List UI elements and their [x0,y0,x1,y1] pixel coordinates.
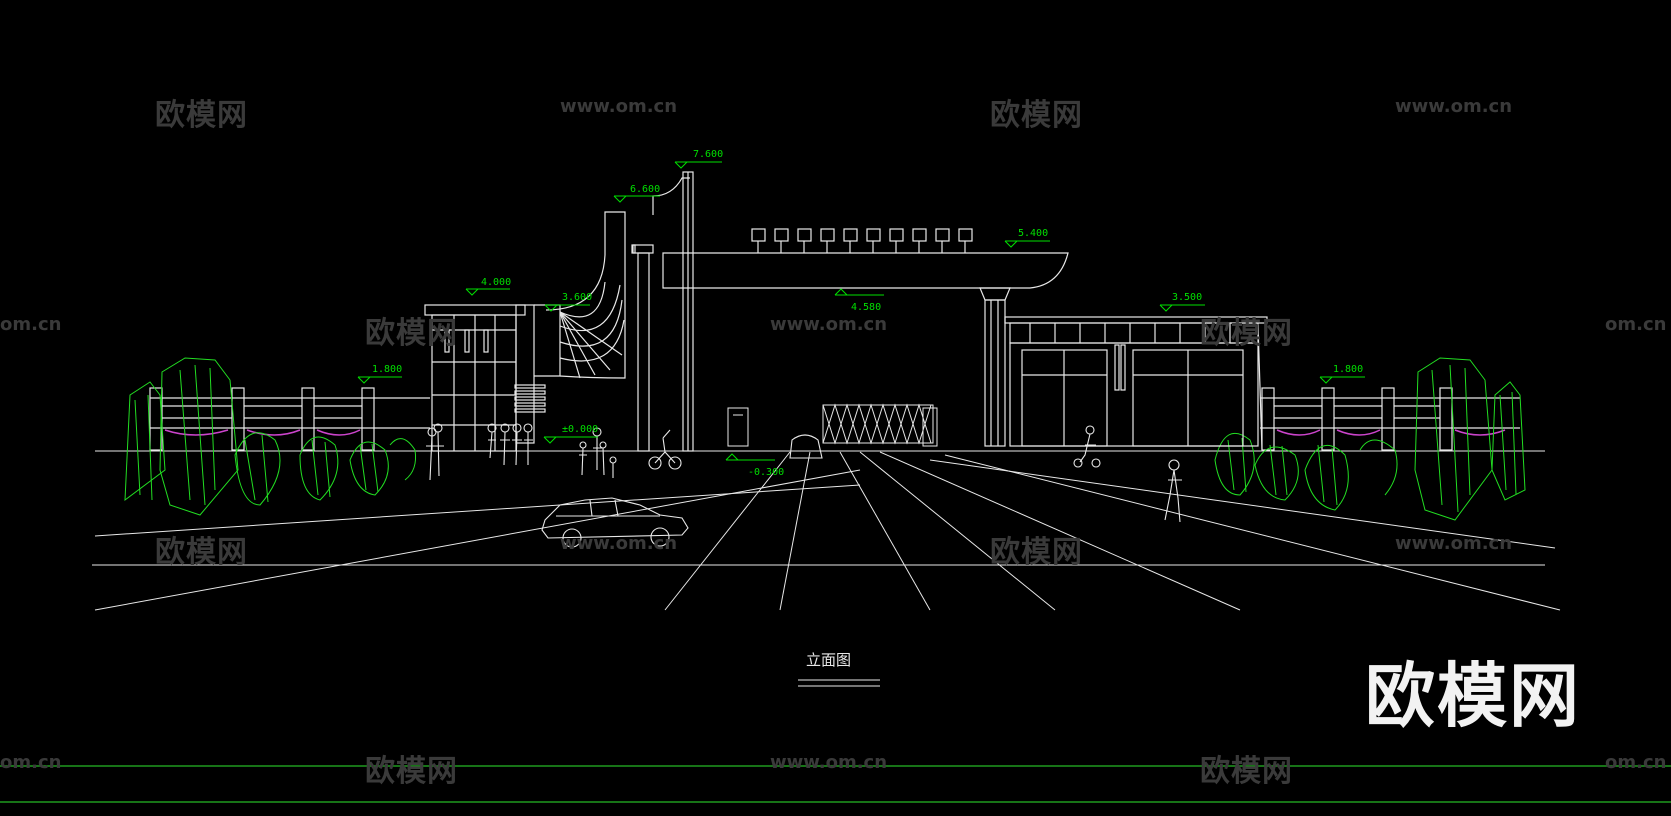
right-fence-accent [1276,429,1506,436]
watermark-url: om.cn [0,314,62,335]
level-right-block: 3.500 [1172,292,1202,303]
ground-lines [92,450,1561,611]
canopy [662,228,1069,447]
watermark-url: om.cn [0,752,62,773]
level-ground: ±0.000 [562,424,598,435]
left-block [424,304,526,452]
watermark-url: www.om.cn [1395,533,1513,554]
level-canopy: 5.400 [1018,228,1048,239]
right-building [1004,316,1268,451]
level-fence-right: 1.800 [1333,364,1363,375]
level-tower-top: 6.600 [630,184,660,195]
drawing-title-block: 立面图 [798,651,880,687]
watermark-cn: 欧模网 [990,535,1083,570]
watermark-cn: 欧模网 [365,754,458,789]
right-fence [1260,387,1520,451]
watermark-url: www.om.cn [1395,96,1513,117]
watermark-url: www.om.cn [770,314,888,335]
level-beam-bottom: 4.580 [851,302,881,313]
frame-lines [0,765,1671,803]
level-fence-left: 1.800 [372,364,402,375]
level-left-block: 4.000 [481,277,511,288]
watermark-url: www.om.cn [560,96,678,117]
left-fence-accent [164,429,361,436]
watermark-cn: 欧模网 [1200,316,1293,351]
dimension-labels: 7.600 6.600 5.400 4.580 4.000 3.600 3.50… [372,149,1363,478]
sliding-gate [727,403,938,447]
watermark-cn: 欧模网 [155,535,248,570]
left-fence [149,387,430,451]
watermark-cn: 欧模网 [990,98,1083,133]
watermark-cn: 欧模网 [155,98,248,133]
right-shrubs [1214,357,1526,521]
site-logo: 欧模网 [1365,655,1581,737]
watermark-url: www.om.cn [560,533,678,554]
figures [426,423,1182,548]
watermark-url: om.cn [1605,314,1667,335]
level-curved-wall: 3.600 [562,292,592,303]
level-top-mast: 7.600 [693,149,723,160]
left-shrubs [124,357,416,516]
watermark-cn: 欧模网 [365,316,458,351]
level-road: -0.300 [748,467,784,478]
tower [631,171,694,452]
watermark-url: www.om.cn [770,752,888,773]
curved-wall [514,211,626,444]
watermark-cn: 欧模网 [1200,754,1293,789]
watermark-url: om.cn [1605,752,1667,773]
dimension-markers [357,161,1365,461]
drawing-title: 立面图 [806,651,851,669]
